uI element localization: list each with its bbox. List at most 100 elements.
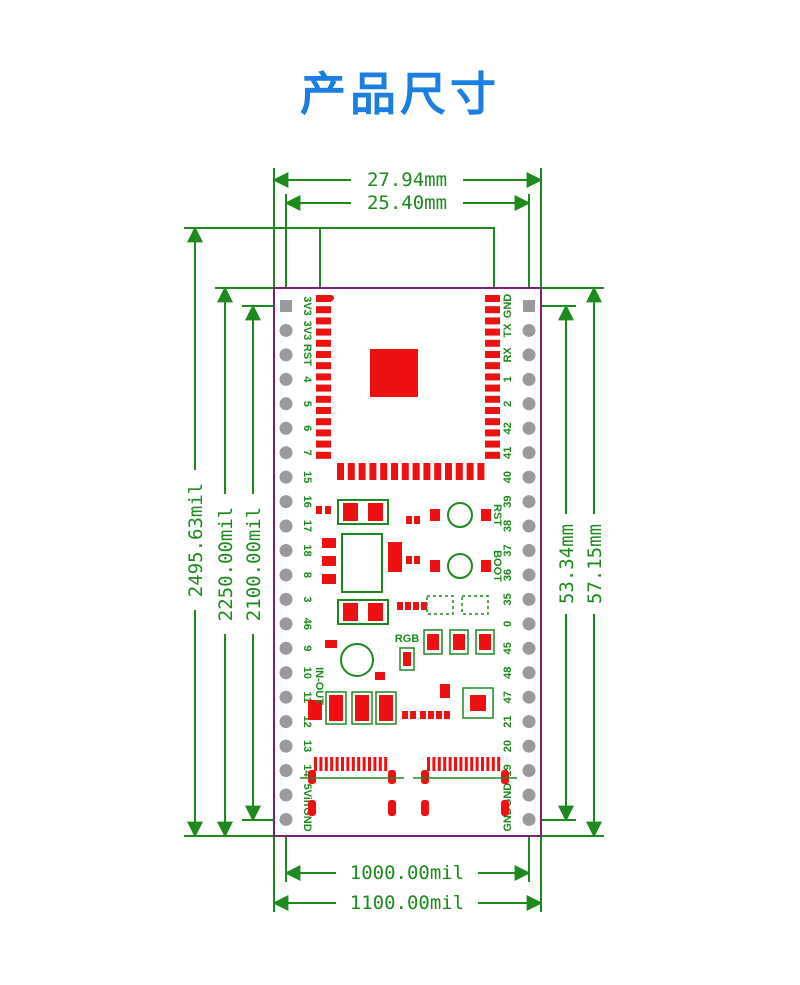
smd-pad — [420, 711, 426, 719]
module-pad-right — [485, 306, 500, 314]
usb-right-pin — [427, 757, 430, 771]
usb-left-pin — [335, 757, 339, 771]
usb-right-shell — [421, 800, 429, 816]
usb-left-pin — [330, 757, 334, 771]
usb-left-pin — [378, 757, 382, 771]
module-pad-bottom — [369, 463, 377, 480]
left-pin — [279, 641, 293, 655]
module-pad-left — [316, 407, 331, 414]
crystal-outline — [337, 499, 389, 525]
dim-right_outer-label: 57.15mm — [584, 524, 606, 604]
left-pin — [279, 617, 293, 631]
left-pin-label: 5 — [301, 401, 313, 407]
usb-right-pin — [454, 757, 457, 771]
right-pin-label: 40 — [502, 471, 514, 483]
left-pin — [279, 544, 293, 557]
silk-boot: BOOT — [491, 550, 503, 582]
dim-left_outer-bg — [184, 470, 206, 610]
module-pad-left — [316, 451, 331, 459]
module-pad-left — [316, 317, 331, 325]
left-pin-label: RST — [301, 344, 313, 366]
dim-right_inner-label: 53.34mm — [556, 524, 578, 604]
module-pad-right — [485, 362, 500, 370]
dim-bottom_inner-bg — [336, 862, 478, 882]
cap-outline — [337, 599, 389, 625]
module-pad-right — [485, 418, 500, 426]
smd-pad — [421, 602, 427, 610]
cap-pad — [368, 603, 383, 621]
regulator-tab — [388, 542, 402, 572]
usb-right-pin — [470, 757, 474, 771]
right-pin-label: 0 — [502, 621, 514, 627]
usb-left-pin — [384, 757, 388, 771]
usb-right-pin — [486, 757, 490, 771]
left-pin-label: 7 — [301, 450, 313, 456]
switch-pad — [375, 672, 385, 680]
usb-left-pin — [324, 757, 328, 771]
smd-pad — [440, 684, 450, 698]
right-pin — [522, 372, 536, 386]
usb-right-pin — [443, 757, 447, 771]
right-pin — [522, 323, 536, 337]
right-pin-label: 39 — [502, 495, 514, 507]
module-pad-left — [316, 395, 331, 403]
usb-left-pin — [346, 757, 350, 771]
right-pin-label: 37 — [502, 544, 514, 556]
led-outline — [475, 629, 495, 655]
left-pin-label: 16 — [301, 495, 313, 507]
left-pin-label: 18 — [301, 544, 313, 556]
usb-left-shell — [308, 770, 316, 784]
right-pin-label: 45 — [502, 642, 514, 654]
left-pin — [279, 788, 293, 802]
smd-pad — [405, 602, 411, 610]
module-pad-left — [316, 418, 331, 426]
right-pin-label: 41 — [502, 447, 514, 459]
left-pin-label: 3V3 — [301, 321, 313, 341]
module-pad-right — [485, 339, 500, 347]
smd-pad — [413, 602, 419, 610]
left-pin — [279, 372, 293, 386]
module-ground-pad — [370, 349, 418, 397]
module-pad-right — [485, 328, 500, 336]
led-body — [427, 634, 439, 650]
left-pin-square — [280, 300, 292, 312]
led-outline — [423, 629, 443, 655]
right-pin — [522, 421, 536, 435]
left-pin — [279, 495, 293, 509]
left-pin — [279, 739, 293, 753]
usb-right-pin — [448, 757, 452, 771]
module-pad-left — [316, 295, 331, 302]
right-pin — [522, 446, 536, 460]
smd-pad — [316, 506, 322, 514]
fuse-pad — [308, 700, 322, 720]
left-pin-label: 15 — [301, 471, 313, 483]
dim-top_outer-label: 27.94mm — [367, 169, 447, 191]
right-pin-label: 38 — [502, 520, 514, 532]
module-pad-right — [485, 384, 500, 392]
sensor-outline — [461, 595, 489, 615]
right-pin — [522, 739, 536, 753]
diode-body — [379, 695, 393, 721]
module-pad-left — [316, 373, 331, 381]
usb-left-shell — [308, 800, 316, 816]
regulator-pin — [322, 556, 336, 566]
usb-right-pin — [459, 757, 463, 771]
usb-right-shell — [501, 800, 509, 816]
smd-pad — [397, 602, 403, 610]
right-pin-label: RX — [502, 347, 514, 363]
usb-right-shell — [501, 770, 509, 784]
left-pin-label: 10 — [301, 667, 313, 679]
switch-outline — [340, 643, 374, 677]
dim-left_mid-bg — [214, 494, 236, 634]
usb-right-pin — [437, 757, 441, 771]
right-pin-label: 47 — [502, 691, 514, 703]
dim-bottom_outer-label: 1100.00mil — [350, 892, 464, 914]
module-pad-bottom — [412, 463, 420, 480]
left-pin-label: 3 — [301, 596, 313, 602]
left-pin — [279, 812, 293, 826]
dim-left_mid-label: 2250.00mil — [215, 507, 237, 621]
left-pin-label: 6 — [301, 425, 313, 431]
boot-button-pad-left — [430, 560, 440, 572]
usb-chip-pad — [470, 695, 486, 711]
module-pad-left — [316, 384, 331, 392]
